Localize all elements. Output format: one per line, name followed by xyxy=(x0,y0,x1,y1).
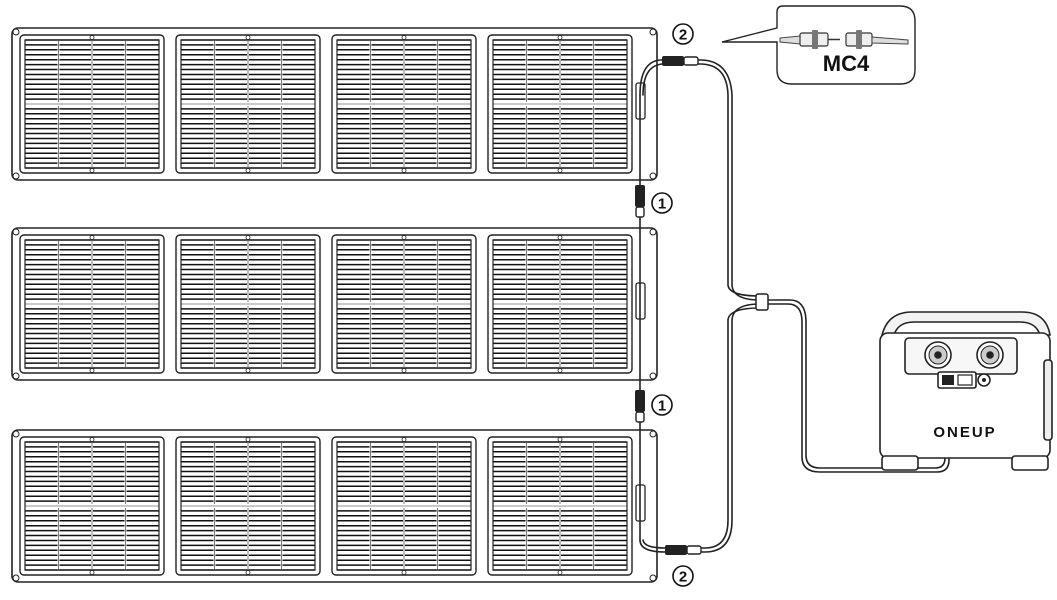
solar-module xyxy=(175,436,321,576)
solar-module xyxy=(19,234,165,374)
solar-panel xyxy=(11,429,658,583)
cable-top-output xyxy=(639,59,761,301)
mc4-label: MC4 xyxy=(823,51,870,76)
solar-module xyxy=(19,436,165,576)
grommet xyxy=(12,430,20,438)
svg-text:2: 2 xyxy=(679,27,687,44)
solar-module xyxy=(175,234,321,374)
fan-right-icon xyxy=(976,341,1004,369)
svg-text:1: 1 xyxy=(658,196,666,213)
solar-module xyxy=(487,436,633,576)
solar-module xyxy=(19,34,165,174)
grommet xyxy=(649,228,657,236)
solar-panel xyxy=(11,27,658,181)
power-station-handle xyxy=(880,311,1051,336)
cable-to-station-inner xyxy=(764,303,950,473)
solar-module xyxy=(175,34,321,174)
grommet xyxy=(12,574,20,582)
marker-1-lower: 1 xyxy=(651,394,673,416)
series-connector-1 xyxy=(635,185,645,218)
cable-bottom-output xyxy=(639,303,761,553)
marker-1-upper: 1 xyxy=(651,192,673,214)
solar-module xyxy=(331,34,477,174)
mc4-connector-illustration xyxy=(779,30,909,49)
solar-module xyxy=(331,436,477,576)
cable-to-station xyxy=(764,299,946,469)
grommet xyxy=(649,430,657,438)
marker-2-bottom: 2 xyxy=(672,565,694,587)
svg-text:2: 2 xyxy=(679,569,687,586)
grommet xyxy=(649,574,657,582)
marker-2-top: 2 xyxy=(672,23,694,45)
grommet xyxy=(12,172,20,180)
station-foot-right xyxy=(1011,455,1049,471)
grommet xyxy=(12,228,20,236)
mc4-connector-bottom xyxy=(665,545,702,555)
solar-module xyxy=(331,234,477,374)
grommet xyxy=(649,372,657,380)
cable-wiring xyxy=(639,59,950,553)
svg-text:1: 1 xyxy=(658,398,666,415)
cable-bottom-output-inner xyxy=(642,307,761,549)
solar-panel xyxy=(11,227,658,381)
power-station xyxy=(879,311,1053,471)
solar-module xyxy=(487,34,633,174)
fan-left-icon xyxy=(924,341,952,369)
mc4-callout: MC4 xyxy=(721,5,916,85)
grommet xyxy=(12,28,20,36)
grommet xyxy=(649,28,657,36)
series-connector-2 xyxy=(635,390,645,423)
station-foot-left xyxy=(881,455,919,471)
brand-logo: ONEUP xyxy=(933,424,996,441)
mc4-connector-top xyxy=(662,56,699,66)
cable-top-output-inner xyxy=(642,63,761,297)
grommet xyxy=(12,372,20,380)
grommet xyxy=(649,172,657,180)
solar-module xyxy=(487,234,633,374)
solar-panel-array xyxy=(11,27,658,583)
y-branch-connector xyxy=(755,293,769,311)
